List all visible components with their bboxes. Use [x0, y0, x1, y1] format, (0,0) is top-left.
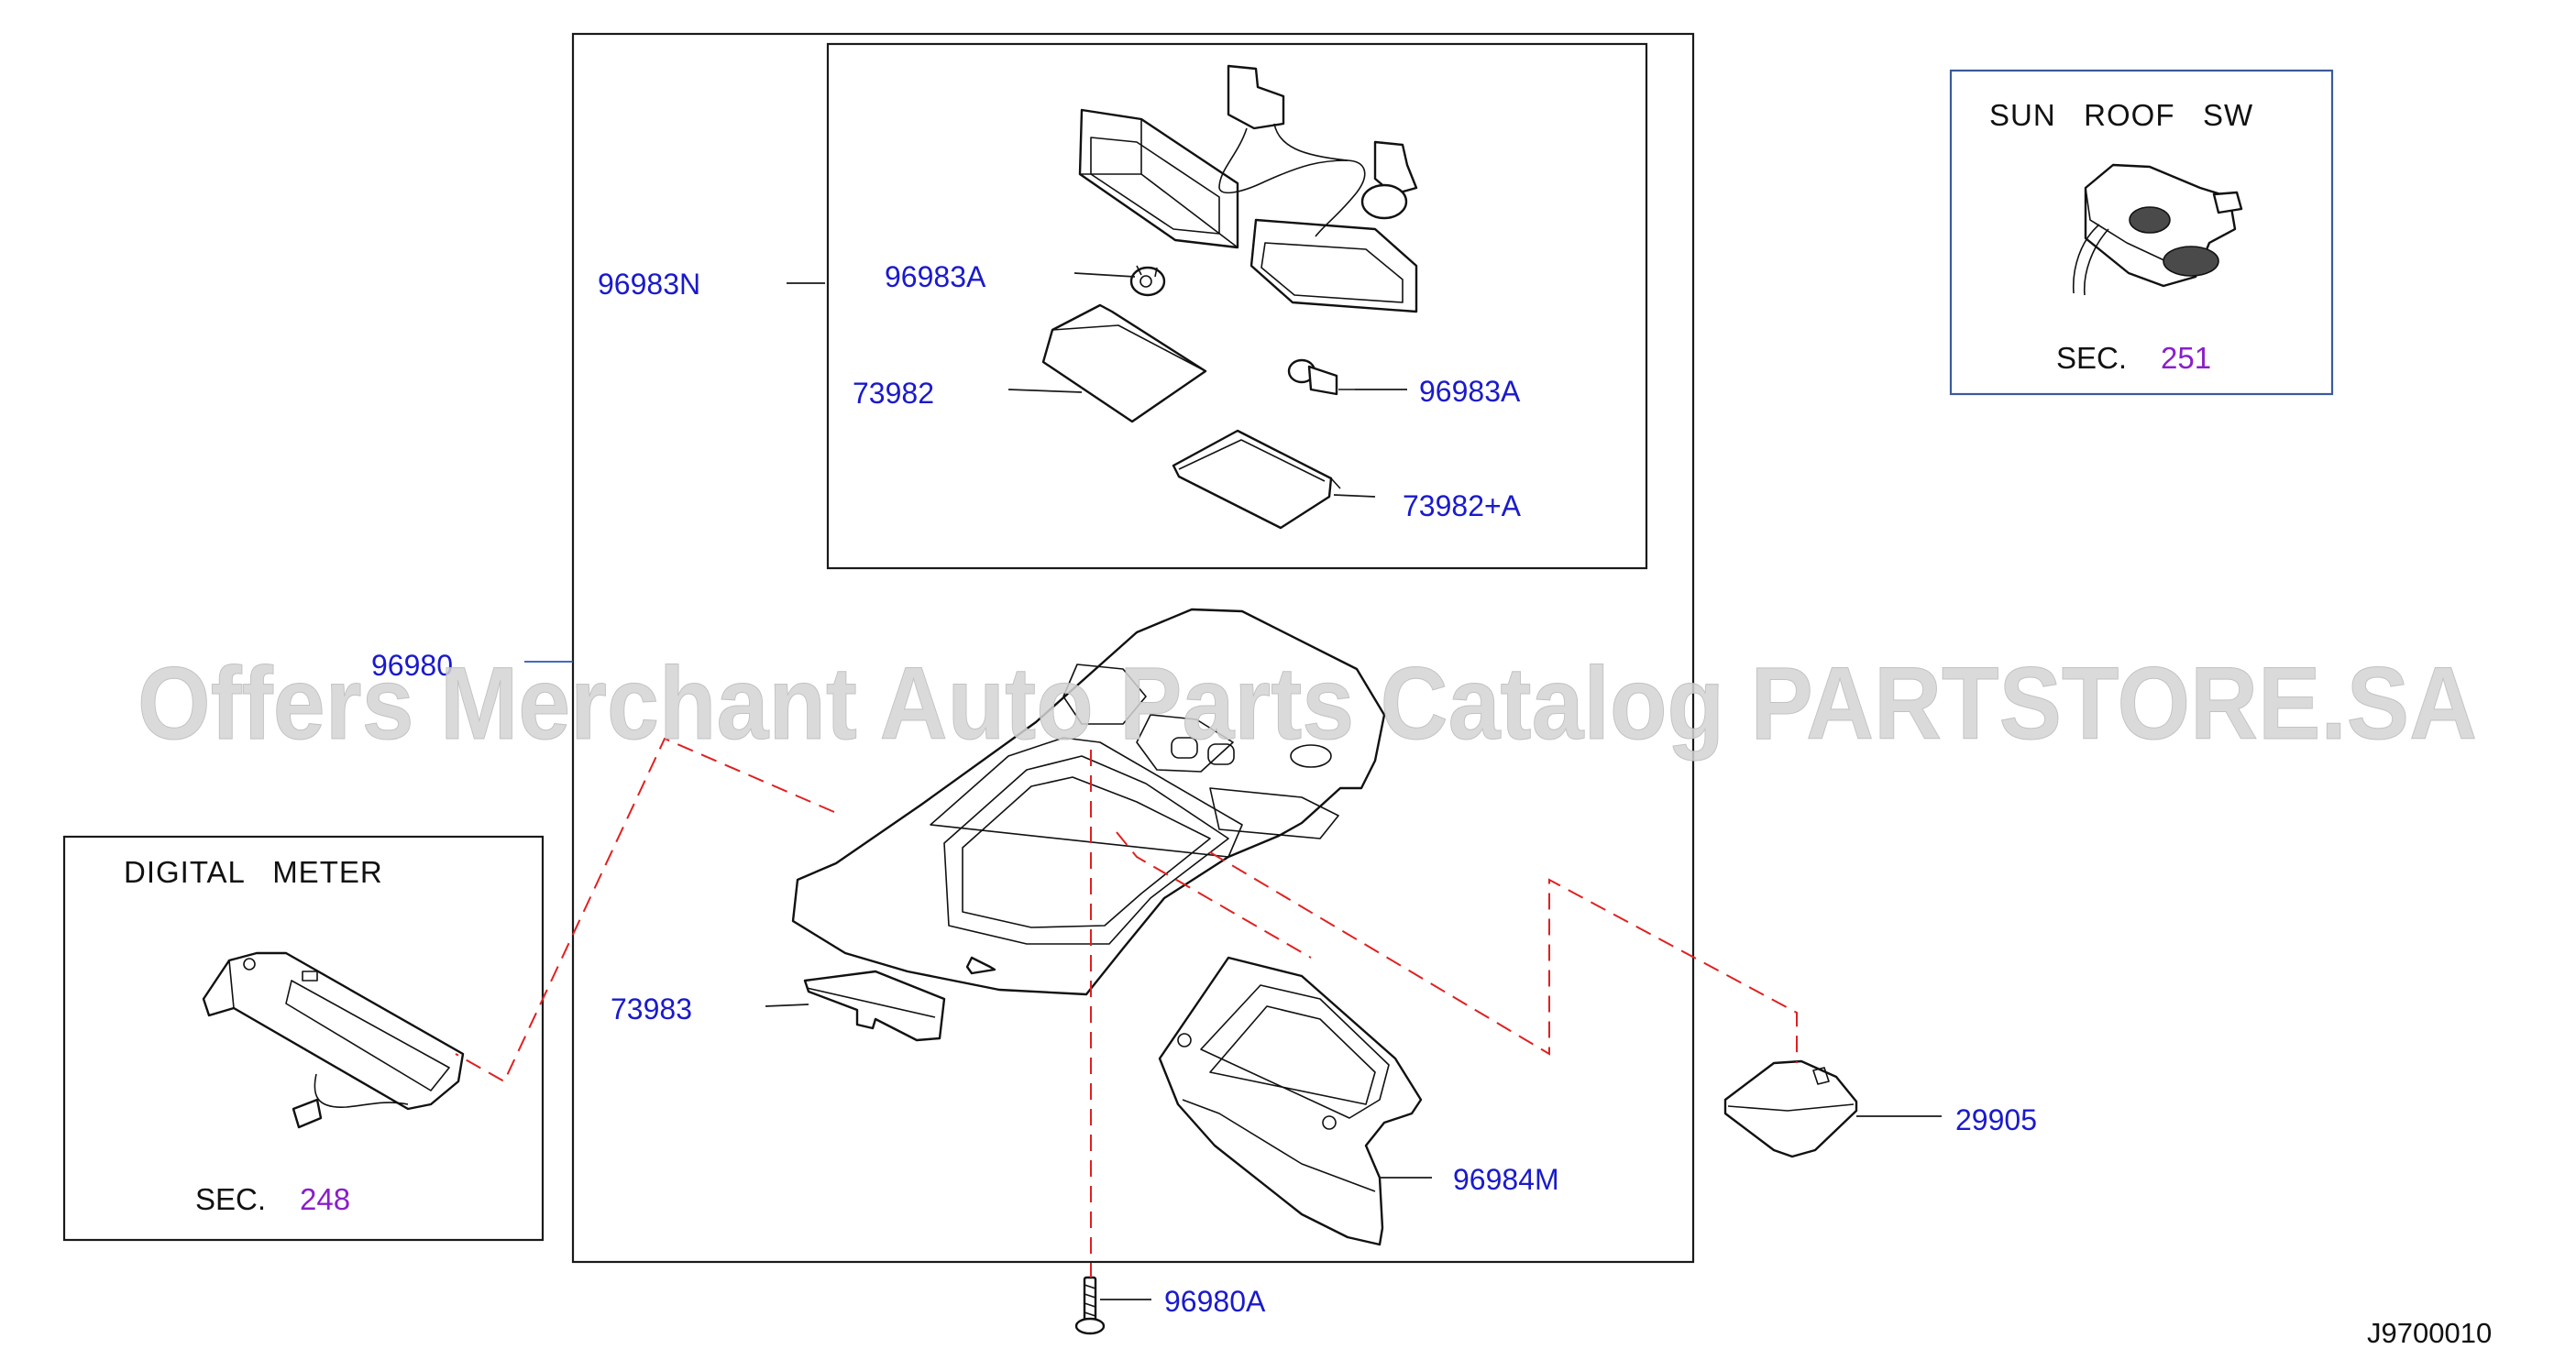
lens-73982-drawing: [1041, 303, 1207, 423]
digital-meter-drawing: [202, 951, 465, 1129]
lamp-subframe: [826, 42, 1648, 570]
lamp-housing-drawing: [1078, 64, 1418, 313]
connector-cover: [1209, 851, 1798, 1063]
label-96980a[interactable]: 96980A: [1164, 1285, 1266, 1318]
label-96984m[interactable]: 96984M: [1453, 1163, 1559, 1196]
digital-meter-title: DIGITAL METER: [124, 855, 383, 889]
sun-roof-sw-sec-label: SEC.: [2056, 341, 2127, 375]
label-96983a-lower[interactable]: 96983A: [1419, 375, 1521, 408]
sun-roof-sw-sec-number[interactable]: 251: [2161, 341, 2211, 375]
cover-29905-drawing: [1723, 1059, 1858, 1158]
digital-meter-sec-label: SEC.: [195, 1182, 266, 1216]
digital-meter-sec-number[interactable]: 248: [300, 1182, 350, 1216]
leader-73982a: [1333, 494, 1376, 498]
label-96983a-upper[interactable]: 96983A: [885, 260, 986, 293]
label-73982a[interactable]: 73982+A: [1403, 489, 1522, 522]
label-96983n[interactable]: 96983N: [598, 268, 700, 301]
leader-73982: [1007, 389, 1083, 393]
leader-96983a-upper: [1073, 272, 1136, 278]
digital-meter-frame: [62, 835, 545, 1242]
bulb-lower-drawing: [1287, 358, 1355, 396]
bulb-upper-drawing: [1129, 265, 1166, 297]
label-73982[interactable]: 73982: [853, 377, 934, 410]
sun-roof-switch-drawing: [2072, 163, 2243, 296]
sun-roof-sw-frame: [1949, 69, 2334, 396]
connector-digital-meter: [455, 737, 835, 1083]
lens-73982a-drawing: [1172, 429, 1341, 530]
bracket-73983-drawing: [803, 970, 946, 1042]
console-drawing: [791, 608, 1386, 996]
bracket-96984m-drawing: [1158, 956, 1423, 1246]
diagram-code: J9700010: [2367, 1317, 2492, 1349]
label-96980[interactable]: 96980: [371, 649, 453, 682]
sun-roof-sw-title: SUN ROOF SW: [1989, 98, 2253, 132]
label-73983[interactable]: 73983: [611, 993, 692, 1025]
leader-73983: [765, 1004, 809, 1007]
screw-96980a-drawing: [1074, 1276, 1106, 1335]
main-frame: [571, 32, 1695, 1264]
label-29905[interactable]: 29905: [1955, 1103, 2037, 1136]
connector-bracket: [1116, 831, 1312, 959]
watermark-text: Offers Merchant Auto Parts Catalog PARTS…: [138, 646, 2477, 761]
